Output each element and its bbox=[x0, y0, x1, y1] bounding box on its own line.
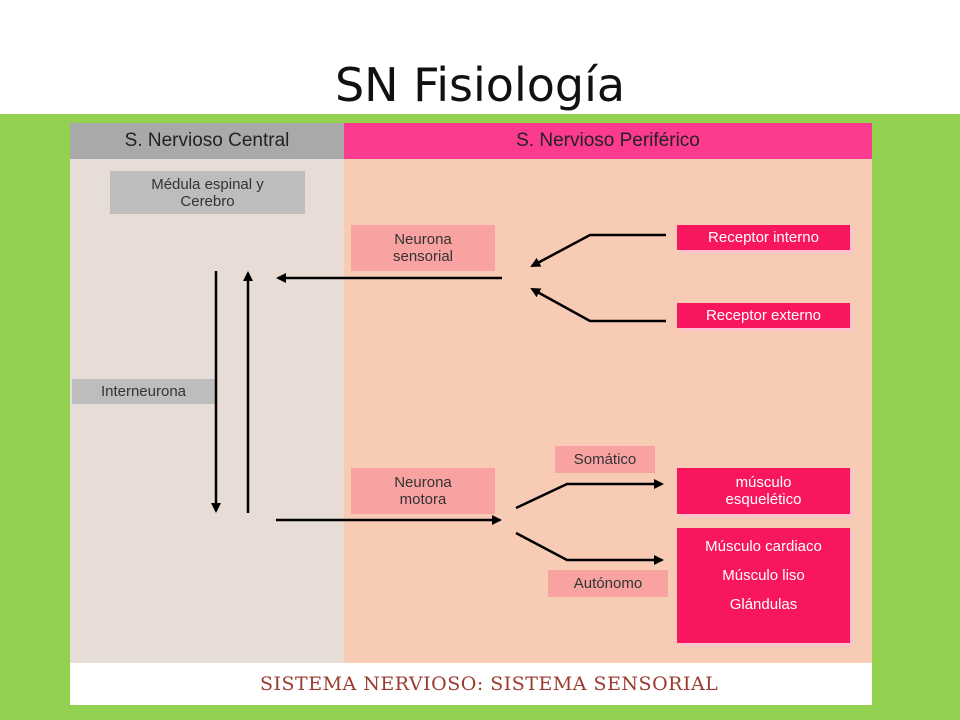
target-glandulas: Glándulas bbox=[729, 596, 798, 613]
receptor-externo-box: Receptor externo bbox=[677, 303, 850, 328]
banner-text: SISTEMA NERVIOSO: SISTEMA SENSORIAL bbox=[260, 673, 719, 695]
arrow-to-autonomo bbox=[515, 531, 664, 565]
neurona-motora-box: Neurona motora bbox=[351, 468, 495, 514]
cns-column bbox=[70, 123, 344, 705]
pns-header: S. Nervioso Periférico bbox=[344, 123, 872, 159]
arrow-receptor-interno bbox=[530, 233, 666, 268]
musculo-esqueletico-box: músculo esquelético bbox=[677, 468, 850, 514]
target-musculo-cardiaco: Músculo cardiaco bbox=[705, 538, 822, 555]
autonomo-box: Autónomo bbox=[548, 570, 668, 597]
somatico-box: Somático bbox=[555, 446, 655, 473]
cns-header: S. Nervioso Central bbox=[70, 123, 344, 159]
neurona-sensorial-box: Neurona sensorial bbox=[351, 225, 495, 271]
arrow-receptor-externo bbox=[530, 287, 666, 323]
autonomic-targets-box: Músculo cardiaco Músculo liso Glándulas bbox=[677, 528, 850, 643]
bottom-banner: SISTEMA NERVIOSO: SISTEMA SENSORIAL bbox=[70, 663, 872, 705]
arrows-layer bbox=[211, 233, 666, 565]
medula-cerebro-box: Médula espinal y Cerebro bbox=[110, 171, 305, 214]
interneurona-box: Interneurona bbox=[72, 379, 215, 404]
arrow-to-somatico bbox=[515, 479, 664, 510]
target-musculo-liso: Músculo liso bbox=[722, 567, 805, 584]
receptor-interno-box: Receptor interno bbox=[677, 225, 850, 250]
slide-title: SN Fisiología bbox=[334, 58, 626, 112]
nervous-system-diagram: S. Nervioso Central S. Nervioso Periféri… bbox=[70, 123, 872, 705]
